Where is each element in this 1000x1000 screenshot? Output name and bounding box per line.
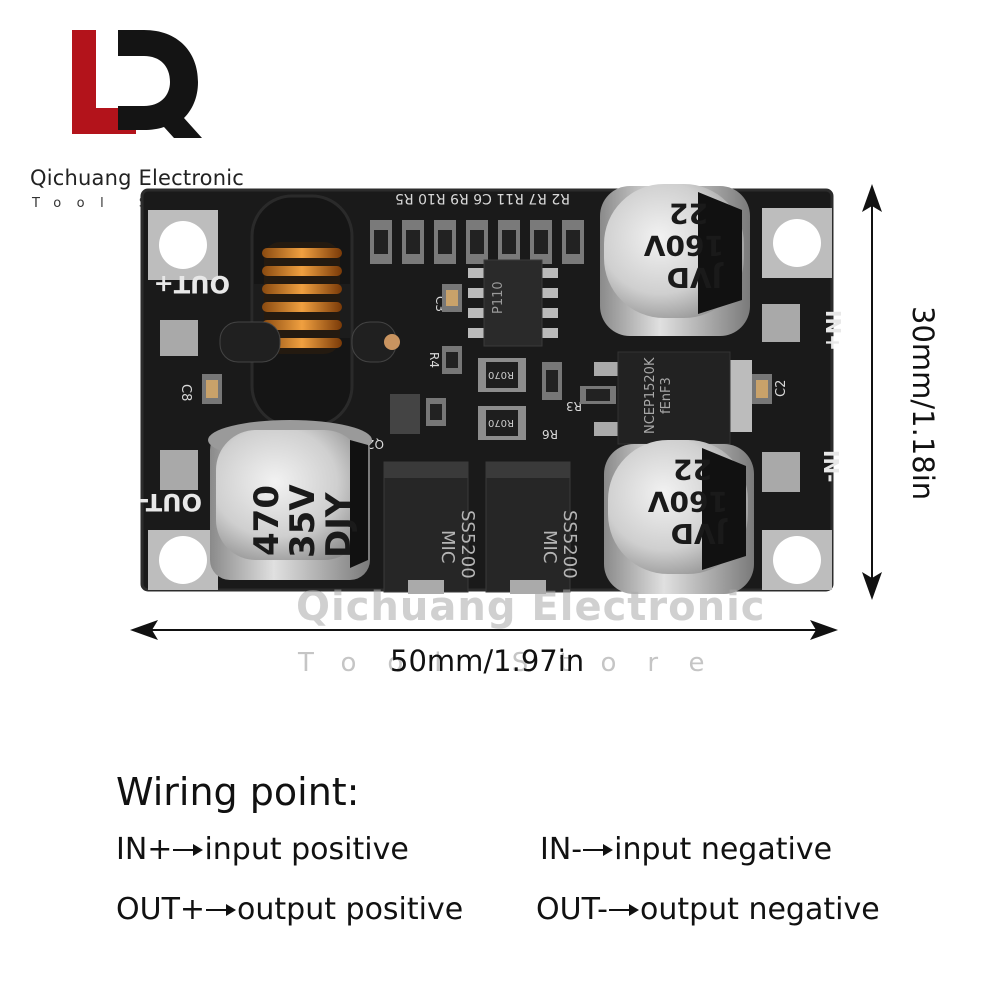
silk-in-neg: IN-: [819, 450, 843, 482]
svg-text:R070: R070: [488, 417, 514, 428]
svg-text:R070: R070: [488, 369, 514, 380]
shunt-resistor-bottom: R070: [478, 406, 526, 440]
svg-text:DJY: DJY: [319, 492, 359, 558]
svg-text:SS5200: SS5200: [559, 510, 580, 579]
silk-out-pos: OUT+: [154, 270, 230, 298]
capacitor-470uf: 470 35V DJY: [208, 420, 372, 580]
diode-right: SS5200 MIC: [485, 461, 580, 594]
wiring-item-in-neg: IN- input negative: [540, 832, 832, 867]
arrow-right-icon: [173, 843, 204, 856]
terminal-label: IN-: [540, 832, 583, 867]
svg-text:35V: 35V: [283, 484, 323, 558]
arrow-right-icon: [583, 843, 614, 856]
shunt-resistor-top: R070: [478, 358, 526, 392]
silk-r4: R4: [427, 352, 441, 368]
silk-in-pos: IN+: [821, 310, 845, 351]
pcb-board: OUT+ OUT- IN+ IN- R2 R7 R11 C6 R9 R10 R5…: [139, 184, 845, 594]
silk-r6: R6: [542, 427, 558, 441]
brand-logo: [72, 30, 202, 138]
wiring-item-out-pos: OUT+ output positive: [116, 892, 463, 927]
svg-text:SS5200: SS5200: [457, 510, 478, 579]
smd-resistor-row: [370, 220, 584, 264]
svg-text:160V: 160V: [644, 229, 724, 262]
terminal-meaning: output positive: [237, 892, 464, 927]
silk-resistor-row: R2 R7 R11 C6 R9 R10 R5: [395, 190, 570, 206]
width-dimension-label: 50mm/1.97in: [390, 644, 585, 678]
svg-text:470: 470: [247, 485, 287, 556]
silk-c8: C8: [178, 384, 193, 401]
terminal-pads: [160, 304, 800, 492]
terminal-label: OUT+: [116, 892, 206, 927]
smd-small-parts: [202, 284, 772, 434]
svg-text:JVD: JVD: [667, 261, 724, 294]
arrow-right-icon: [608, 903, 639, 916]
svg-text:fEnF3: fEnF3: [659, 377, 674, 414]
svg-text:MIC: MIC: [437, 530, 458, 563]
width-dimension-arrow: [130, 620, 838, 640]
mounting-holes: [148, 208, 832, 590]
logo-letter-q: [118, 30, 202, 138]
wiring-title: Wiring point:: [116, 770, 360, 814]
svg-text:22: 22: [669, 197, 708, 230]
terminal-meaning: input negative: [614, 832, 833, 867]
ic-chip: P110: [468, 259, 558, 347]
capacitor-top: JVD 160V 22: [600, 184, 750, 336]
ic-label: P110: [491, 281, 506, 314]
capacitor-bottom: JVD 160V 22: [604, 440, 754, 594]
terminal-label: IN+: [116, 832, 173, 867]
wiring-item-out-neg: OUT- output negative: [536, 892, 880, 927]
brand-name: Qichuang Electronic: [30, 166, 245, 190]
silk-r3: R3: [566, 399, 582, 413]
height-dimension-arrow: [862, 184, 882, 600]
silk-c2: C2: [774, 380, 789, 397]
svg-text:JVD: JVD: [671, 517, 728, 550]
watermark-subtitle: Tool Store: [298, 648, 736, 678]
svg-text:NCEP1520K: NCEP1520K: [643, 357, 658, 434]
mosfet: NCEP1520K fEnF3: [594, 351, 752, 445]
inductor: [219, 194, 400, 428]
silk-out-neg: OUT-: [139, 488, 202, 516]
terminal-meaning: output negative: [639, 892, 880, 927]
svg-text:22: 22: [673, 453, 712, 486]
diode-left: SS5200 MIC: [383, 461, 478, 594]
svg-text:160V: 160V: [648, 485, 728, 518]
watermark-name: Qichuang Electronic: [296, 584, 766, 630]
terminal-meaning: input positive: [204, 832, 409, 867]
terminal-label: OUT-: [536, 892, 608, 927]
wiring-item-in-pos: IN+ input positive: [116, 832, 409, 867]
svg-text:MIC: MIC: [539, 530, 560, 563]
arrow-right-icon: [206, 903, 237, 916]
height-dimension-label: 30mm/1.18in: [906, 306, 940, 501]
